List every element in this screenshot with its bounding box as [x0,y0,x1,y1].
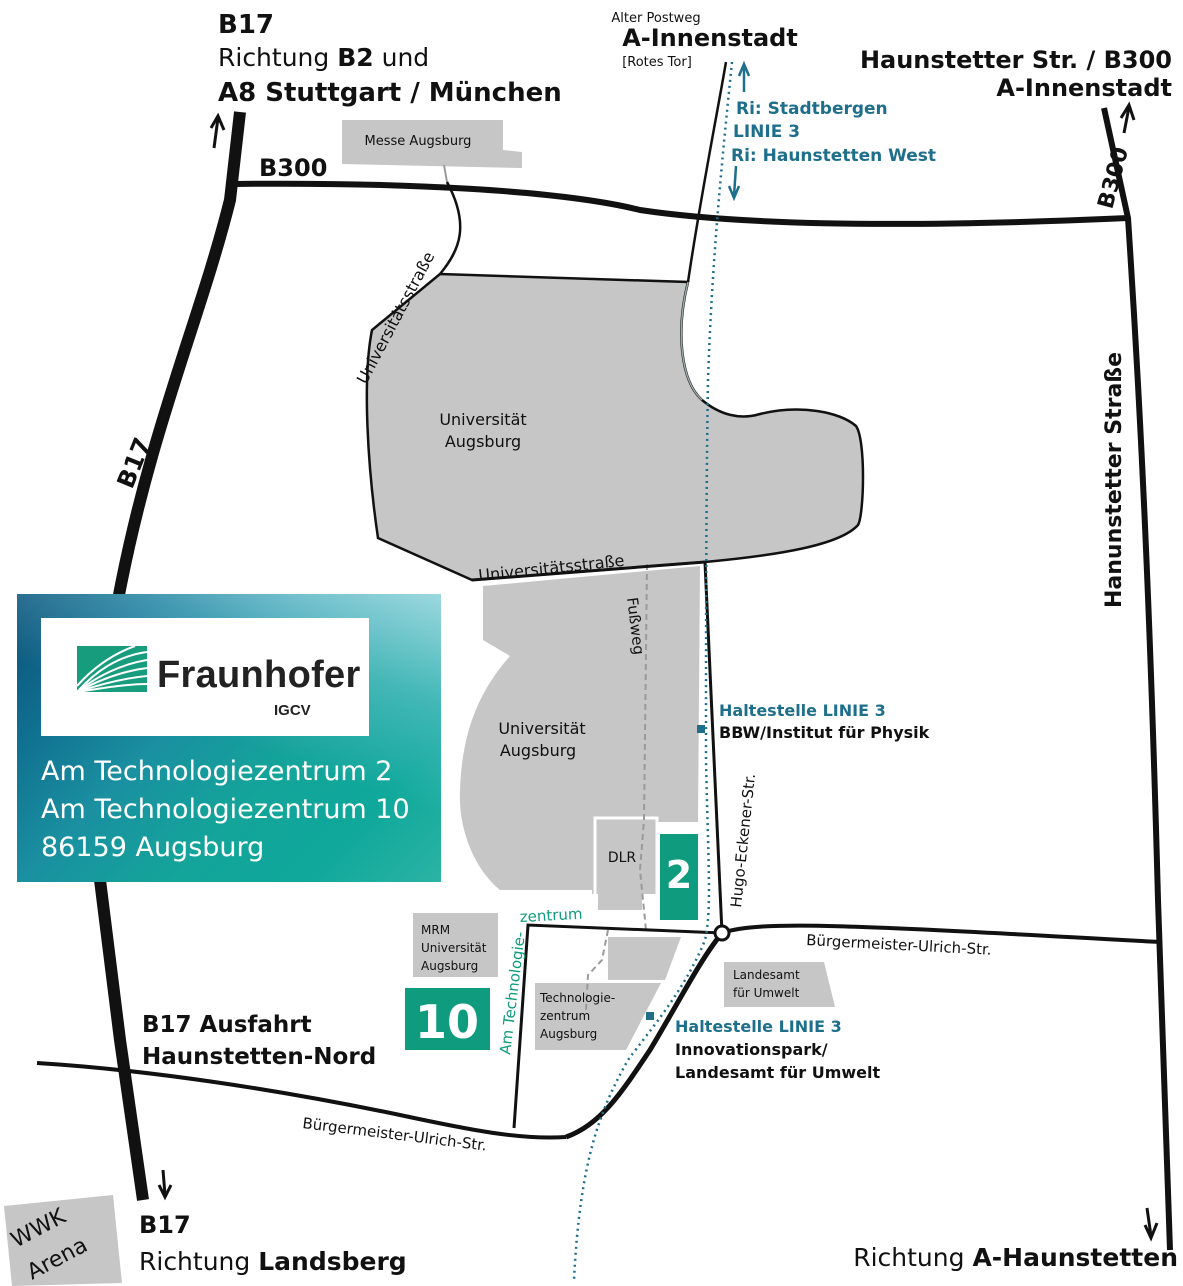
label-tech-3: Augsburg [540,1027,597,1041]
building-dlr [598,832,642,910]
building-tech-upper [608,937,681,980]
north-center-big: A-Innenstadt [622,24,798,52]
road-uni-lower [471,560,706,582]
label-uni-upper-2: Augsburg [445,432,521,451]
arrow-south-right-icon [1143,1207,1159,1242]
tram-stop-1-marker [697,725,705,733]
road-buerg-right [721,923,1161,944]
fraunhofer-address-box: Fraunhofer IGCV Am Technologiezentrum 2 … [17,594,441,882]
road-connector [565,931,724,1140]
marker-10-label: 10 [415,995,479,1049]
label-uni-lower-2: Augsburg [500,741,576,760]
north-right-line1: Haunstetter Str. / B300 [860,46,1172,74]
building-uni-lower [459,566,700,894]
arrow-south-left-icon [157,1169,173,1201]
marker-10-box [405,988,490,1050]
label-am-tech-horiz: zentrum [519,905,583,926]
address-line-2: Am Technologiezentrum 10 [41,794,410,825]
roundabout [713,924,731,942]
road-haunstetter [1101,107,1173,1251]
road-uni-upper [439,181,462,275]
north-left-direction: Richtung B2 und [218,43,429,72]
road-alter-postweg-outline [680,281,703,401]
label-buerg-left: Bürgermeister-Ulrich-Str. [302,1114,488,1154]
arrow-north-left-icon [209,112,226,149]
north-left-target: A8 Stuttgart / München [218,78,562,108]
fraunhofer-logo-icon [77,646,147,692]
label-hugo: Hugo-Eckener-Str. [727,773,759,909]
label-tech-1: Technologie- [539,991,615,1005]
road-b300 [232,180,1129,227]
stop2-title: Haltestelle LINIE 3 [675,1017,842,1036]
tram-north-line2: LINIE 3 [733,122,800,142]
footpath-lower [585,929,609,1011]
building-dlr-frame [593,816,659,918]
footpath [638,563,648,931]
north-left-road: B17 [218,10,274,40]
south-right-direction: Richtung A-Haunstetten [853,1243,1178,1272]
stop1-title: Haltestelle LINIE 3 [719,701,886,720]
label-mrm-3: Augsburg [421,959,478,973]
label-buerg-right: Bürgermeister-Ulrich-Str. [806,931,992,959]
address-line-3: 86159 Augsburg [41,832,265,863]
label-b300-top: B300 [259,154,327,182]
fraunhofer-name: Fraunhofer [157,654,361,696]
label-landesamt-2: für Umwelt [733,986,800,1000]
south-left-road: B17 [139,1211,191,1239]
label-landesamt-1: Landesamt [733,968,800,982]
tram-north-line3: Ri: Haunstetten West [731,146,936,166]
address-line-1: Am Technologiezentrum 2 [41,756,393,787]
arrow-tram-down-icon [727,165,741,202]
marker-2-label: 2 [666,853,692,897]
fraunhofer-logo: Fraunhofer IGCV [41,618,369,736]
fraunhofer-institute: IGCV [274,702,311,719]
label-tech-2: zentrum [540,1009,590,1023]
north-right-line2: A-Innenstadt [996,74,1172,102]
messe-connector [443,164,448,183]
exit-line2: Haunstetten-Nord [142,1044,376,1070]
tram-north-line1: Ri: Stadtbergen [736,99,888,119]
road-am-tech [512,923,723,1129]
exit-line1: B17 Ausfahrt [142,1012,312,1038]
label-dlr: DLR [608,850,637,866]
label-uni-lower-1: Universität [498,719,585,738]
label-haunstetter-vert: Hanunstetter Straße [1102,352,1127,608]
stop1-name: BBW/Institut für Physik [719,723,930,742]
tram-stop-2-marker [646,1012,654,1020]
road-buerg-left [36,1061,567,1140]
arrow-north-right-icon [1119,101,1136,134]
north-center-small: Alter Postweg [611,11,700,26]
stop2-name1: Innovationspark/ [675,1040,828,1059]
label-messe: Messe Augsburg [365,134,472,149]
label-uni-upper-1: Universität [439,410,526,429]
north-center-bracket: [Rotes Tor] [622,55,692,70]
stop2-name2: Landesamt für Umwelt [675,1063,880,1082]
arrow-tram-up-icon [737,60,751,92]
label-mrm-1: MRM [421,923,450,937]
label-mrm-2: Universität [421,941,487,955]
building-techzentrum [535,983,661,1050]
road-alter-postweg [686,61,728,283]
building-mrm [413,913,498,977]
road-hugo [703,561,724,934]
building-wwk-arena [4,1195,122,1286]
building-landesamt [724,962,835,1007]
south-left-direction: Richtung Landsberg [139,1247,407,1276]
building-messe [342,120,522,168]
marker-2-box [660,834,698,920]
label-b300-right: B300 [1094,145,1134,212]
